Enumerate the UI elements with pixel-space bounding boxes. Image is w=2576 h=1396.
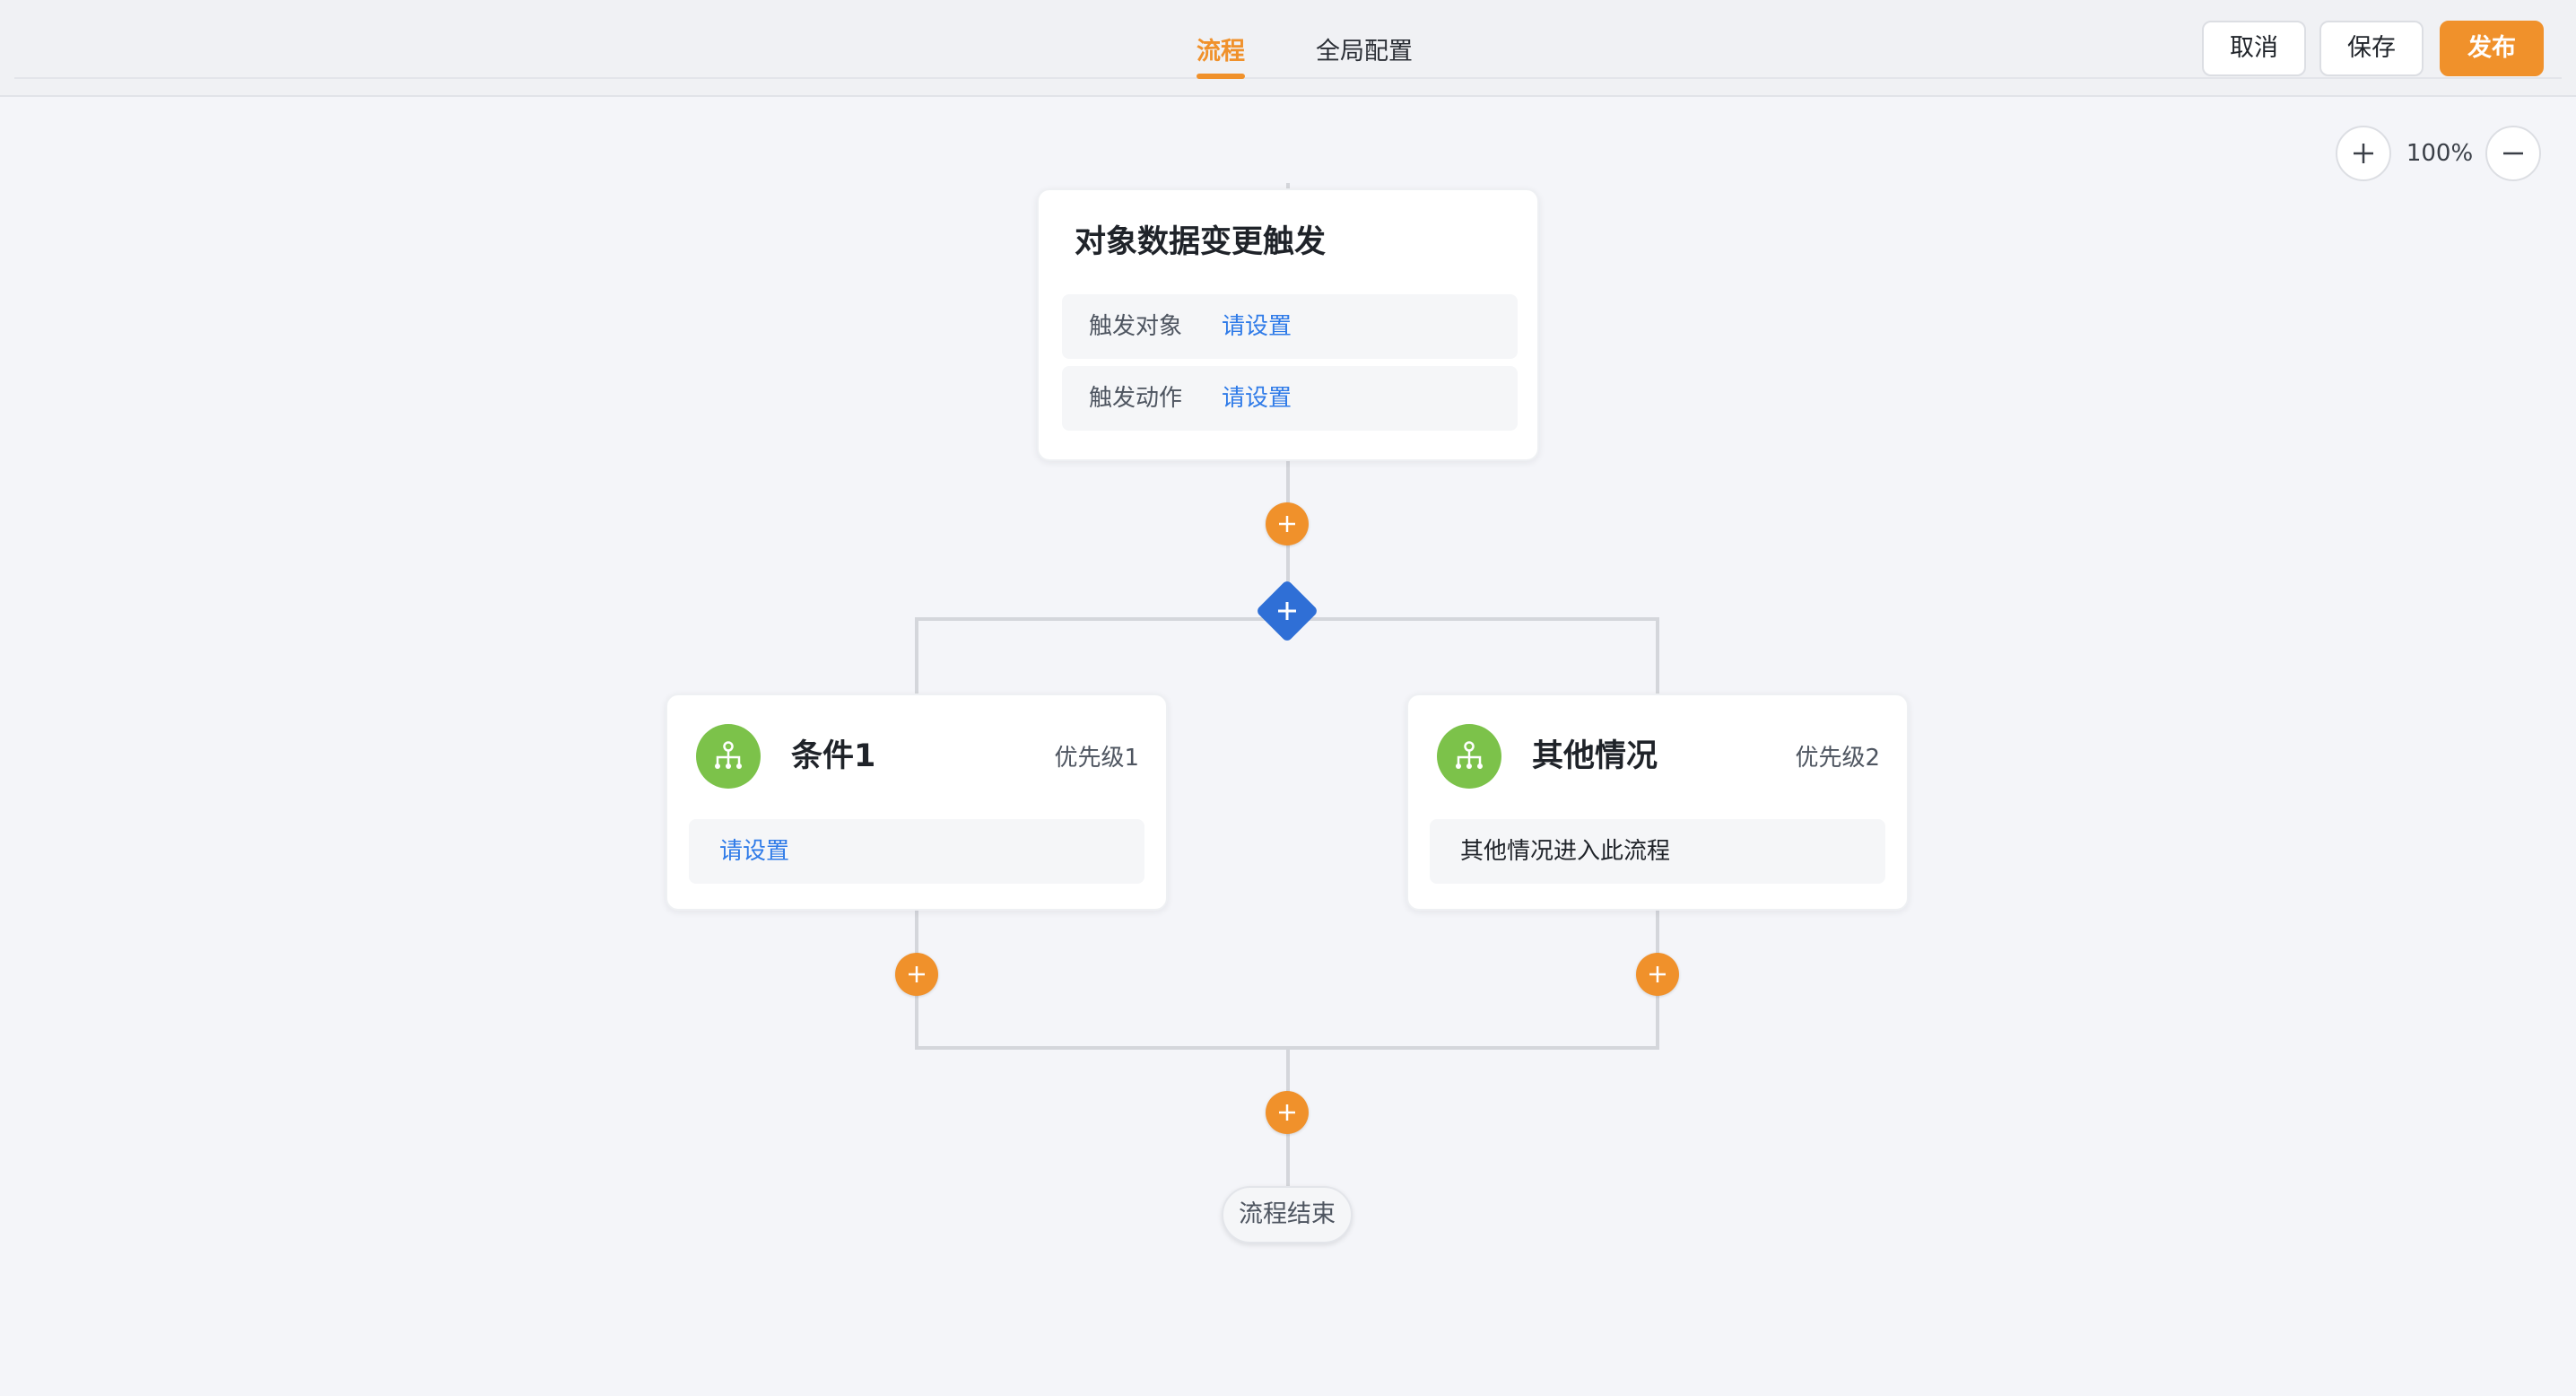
- branch-tree-icon: [715, 741, 742, 769]
- publish-button[interactable]: 发布: [2440, 21, 2544, 76]
- trigger-object-label: 触发对象: [1089, 313, 1183, 340]
- condition-node-1[interactable]: 条件1 优先级1 请设置: [666, 694, 1168, 911]
- add-branch-button[interactable]: [1255, 579, 1319, 643]
- condition-set-link[interactable]: 请设置: [719, 838, 790, 865]
- tab-flow[interactable]: 流程: [1197, 31, 1245, 79]
- condition-body[interactable]: 其他情况进入此流程: [1430, 819, 1885, 884]
- trigger-object-link[interactable]: 请设置: [1222, 313, 1292, 340]
- tab-flow-label: 流程: [1197, 38, 1245, 65]
- tab-global-config[interactable]: 全局配置: [1316, 31, 1413, 74]
- condition-icon-bg: [696, 724, 761, 789]
- branch-tree-icon: [1456, 741, 1483, 769]
- active-tab-indicator: [1197, 74, 1245, 79]
- zoom-level: 100%: [2406, 140, 2474, 167]
- condition-node-2[interactable]: 其他情况 优先级2 其他情况进入此流程: [1406, 694, 1909, 911]
- tab-bar: 流程 全局配置: [0, 31, 2576, 84]
- condition-title: 其他情况: [1532, 738, 1658, 774]
- plus-icon: [2354, 144, 2373, 163]
- zoom-out-button[interactable]: [2485, 126, 2541, 181]
- trigger-object-row[interactable]: 触发对象 请设置: [1062, 294, 1518, 359]
- condition-title: 条件1: [791, 738, 876, 774]
- tab-global-config-label: 全局配置: [1316, 38, 1413, 65]
- trigger-title: 对象数据变更触发: [1075, 224, 1327, 260]
- plus-icon: [909, 966, 925, 982]
- trigger-action-label: 触发动作: [1089, 385, 1183, 412]
- add-step-button[interactable]: [1636, 953, 1679, 996]
- flow-end-node: 流程结束: [1222, 1186, 1353, 1243]
- top-bar: 流程 全局配置 取消 保存 发布: [0, 0, 2576, 97]
- cancel-button[interactable]: 取消: [2202, 21, 2306, 76]
- save-button[interactable]: 保存: [2319, 21, 2424, 76]
- trigger-action-link[interactable]: 请设置: [1222, 385, 1292, 412]
- condition-priority: 优先级1: [1054, 745, 1139, 772]
- zoom-in-button[interactable]: [2336, 126, 2391, 181]
- trigger-action-row[interactable]: 触发动作 请设置: [1062, 366, 1518, 431]
- plus-icon: [1278, 602, 1296, 620]
- plus-icon: [1649, 966, 1666, 982]
- condition-body[interactable]: 请设置: [689, 819, 1144, 884]
- add-step-button[interactable]: [1266, 502, 1309, 545]
- minus-icon: [2503, 152, 2523, 155]
- condition-icon-bg: [1437, 724, 1501, 789]
- add-step-button[interactable]: [1266, 1091, 1309, 1134]
- plus-icon: [1279, 1104, 1295, 1121]
- trigger-node[interactable]: 对象数据变更触发 触发对象 请设置 触发动作 请设置: [1037, 188, 1539, 461]
- condition-description: 其他情况进入此流程: [1460, 838, 1671, 865]
- add-step-button[interactable]: [895, 953, 938, 996]
- plus-icon: [1279, 516, 1295, 532]
- condition-priority: 优先级2: [1795, 745, 1880, 772]
- header-divider: [14, 77, 2562, 79]
